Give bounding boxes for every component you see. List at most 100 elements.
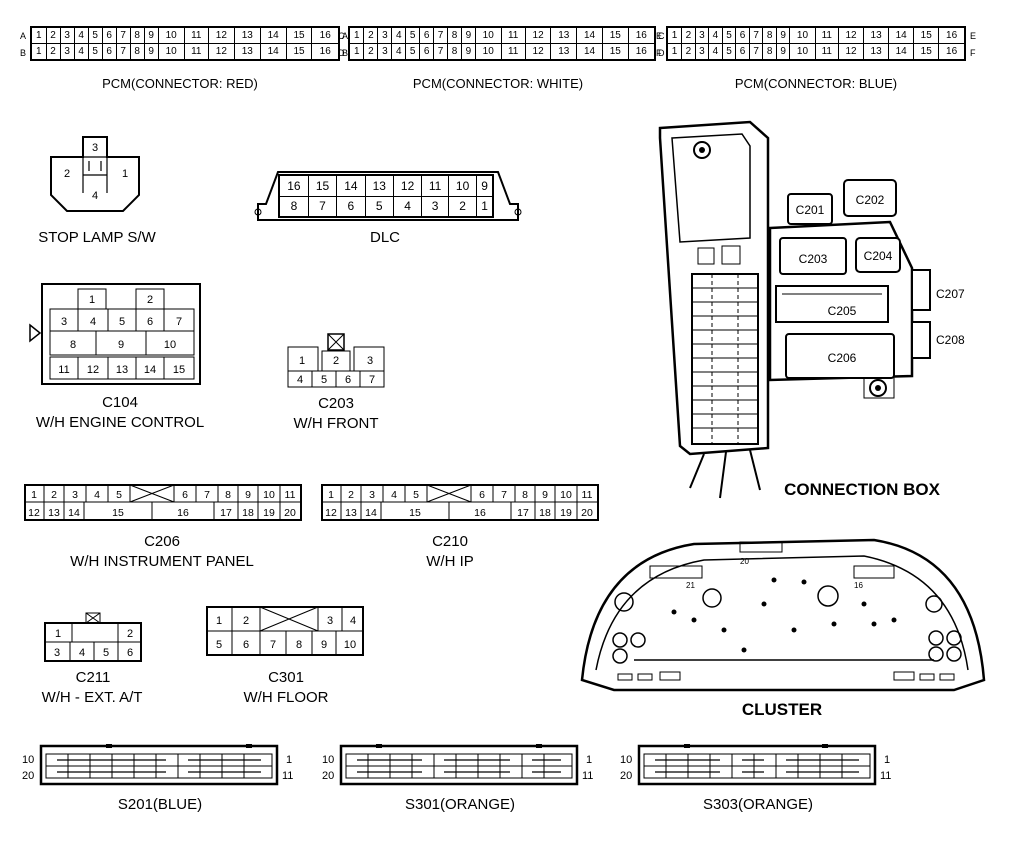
c211-connector-shape: 1 2 3 4 5 6 [44,612,142,662]
c210-pin-2: 2 [348,489,354,501]
connector-pin: 1 [666,26,683,44]
c203-connector-shape: 1 2 3 4 5 6 7 [287,333,385,388]
c206-pin-16: 16 [177,507,189,519]
connector-pin: 4 [392,195,423,218]
c203-box-label: C203 [799,252,828,266]
connection-box-illustration: C201 C202 C203 C204 C205 C206 C207 C208 [658,120,965,499]
connector-pin: 16 [311,43,340,61]
c206-pin-1: 1 [31,489,37,501]
c211-pin-6: 6 [127,647,133,659]
c104-pin: 7 [176,316,182,328]
connector-pin: 7 [115,43,131,61]
connector-pin: 5 [721,43,737,61]
connector-pin: 2 [447,195,478,218]
connector-pin: 15 [307,174,338,197]
c210-pin-4: 4 [391,489,397,501]
connector-pin: 15 [285,26,313,44]
stop-lamp-pin-3: 3 [92,142,98,154]
s301-pin-1: 1 [586,754,593,766]
c210-pin-20: 20 [581,507,593,519]
c104-pin: 15 [173,364,185,376]
s201-splice-body [39,744,279,786]
connector-pin: 16 [627,43,656,61]
stop-lamp-pin-4: 4 [92,190,98,202]
connector-pin: 6 [336,195,366,218]
c301-pin-3: 3 [327,615,333,627]
c104-pin: 10 [164,339,176,351]
connector-pin: 7 [433,43,449,61]
c104-pin: 9 [118,339,124,351]
connector-pin: 16 [278,174,309,197]
c104-pin: 13 [116,364,128,376]
s303-splice-body [637,744,877,786]
connector-pin: 13 [863,43,890,61]
c201-label: C201 [796,203,825,217]
connector-pin: 16 [627,26,656,44]
connector-pin: 11 [183,26,209,44]
connector-pin: 2 [363,26,379,44]
pcm-blue-caption: PCM(CONNECTOR: BLUE) [734,76,898,91]
c203-pin-4: 4 [297,374,303,386]
connector-pin: 8 [278,195,309,218]
connector-pin: 11 [500,26,526,44]
connector-pin: 11 [814,26,840,44]
c301-id: C301 [268,669,304,686]
s303-pin-1: 1 [884,754,891,766]
c104-connector-shape: 1 2 3 4 5 6 7 8 9 10 11 12 13 14 15 [29,283,201,385]
connector-pin: 12 [524,43,552,61]
c206-connector-shape: 1 2 3 4 5 6 7 8 9 10 11 12 13 14 15 16 1… [24,484,302,521]
c301-pin-2: 2 [243,615,249,627]
c206-pin-2: 2 [51,489,57,501]
connector-pin: 14 [888,43,915,61]
c104-id: C104 [102,394,138,411]
c206-pin-9: 9 [245,489,251,501]
c210-pin-13: 13 [345,507,357,519]
stop-lamp-pin-2: 2 [64,168,70,180]
c206-pin-15: 15 [112,507,124,519]
connector-pin: 7 [748,43,764,61]
s201-caption: S201(BLUE) [117,796,203,813]
connector-pin: 3 [421,195,449,218]
connector-pin: 16 [938,43,966,61]
c205-label: C205 [828,304,857,318]
connector-pin: 2 [681,26,696,44]
connector-pin: 11 [421,174,449,197]
pcm-white-row-c-label: C [338,31,345,41]
connector-pin: 16 [938,26,966,44]
c211-pin-5: 5 [103,647,109,659]
c210-pin-3: 3 [369,489,375,501]
connector-pin: 10 [157,26,185,44]
connector-pin: 15 [285,43,313,61]
splice-s301: 10 20 1 11 S301(ORANGE) [320,740,593,820]
connector-pin: 3 [59,26,75,44]
cluster-gauge-holes [612,585,962,664]
connector-pin: 14 [336,174,366,197]
connector-pin: 3 [59,43,75,61]
connector-pin: 2 [681,43,696,61]
s201-pin-11: 11 [282,770,294,782]
pcm-blue-row-e-label-right: E [970,31,977,41]
connector-pin: 15 [913,43,940,61]
s301-caption: S301(ORANGE) [404,796,516,813]
c211-pin-2: 2 [127,628,133,640]
c104-pin: 5 [119,316,125,328]
c104-pin: 12 [87,364,99,376]
connector-pin: 16 [311,26,340,44]
c104-pin: 2 [147,294,153,306]
connector-pin: 8 [129,26,145,44]
splice-s303: 10 20 1 11 S303(ORANGE) [618,740,891,820]
c210-pin-14: 14 [365,507,377,519]
pcm-red-row-a-label: A [20,31,27,41]
c210-pin-12: 12 [325,507,337,519]
connector-pin: 5 [87,43,103,61]
c203-pin-6: 6 [345,374,351,386]
c210-connector-shape: 1 2 3 4 5 6 7 8 9 10 11 12 13 14 15 16 1… [321,484,599,521]
